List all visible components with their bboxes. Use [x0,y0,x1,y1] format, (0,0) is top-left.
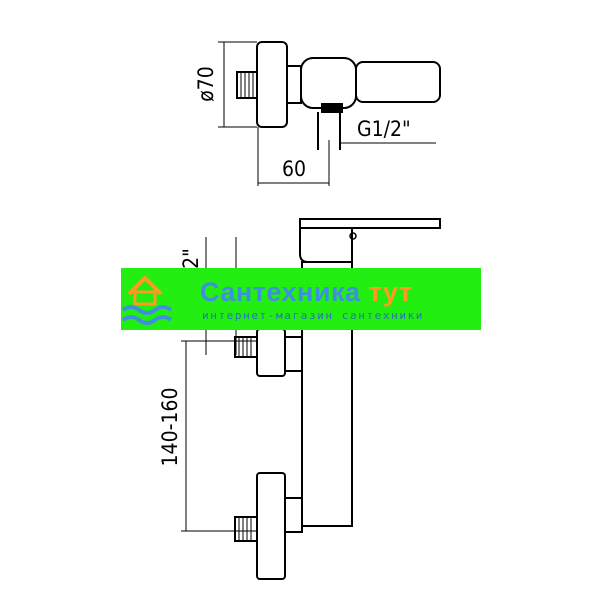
eccentric-thread [236,71,258,99]
valve-body-front [301,261,353,527]
watermark-title-main: Сантехника [200,277,361,307]
diameter-label: ø70 [194,66,218,102]
watermark-title-accent: тут [360,277,413,307]
valve-head-front [299,228,353,263]
thread-label-top: G1/2" [357,117,411,141]
handle-lever-front [299,218,441,229]
handle-lever-top [355,61,441,103]
thread-upper [234,336,258,358]
rosette-upper [256,328,286,377]
rosette-disc [256,41,288,128]
spacing-label: 140-160 [158,388,182,467]
front-view-drawing [181,218,441,580]
thread-lower [234,516,258,542]
watermark-banner [121,268,481,330]
width-label: 60 [282,157,306,181]
rosette-lower [256,472,286,580]
top-view-drawing [218,41,441,186]
valve-body-top [300,57,357,109]
house-wave-logo-icon [121,275,173,325]
watermark-title: Сантехника тут [200,277,412,308]
watermark-subtitle: интернет-магазин сантехники [202,309,425,322]
